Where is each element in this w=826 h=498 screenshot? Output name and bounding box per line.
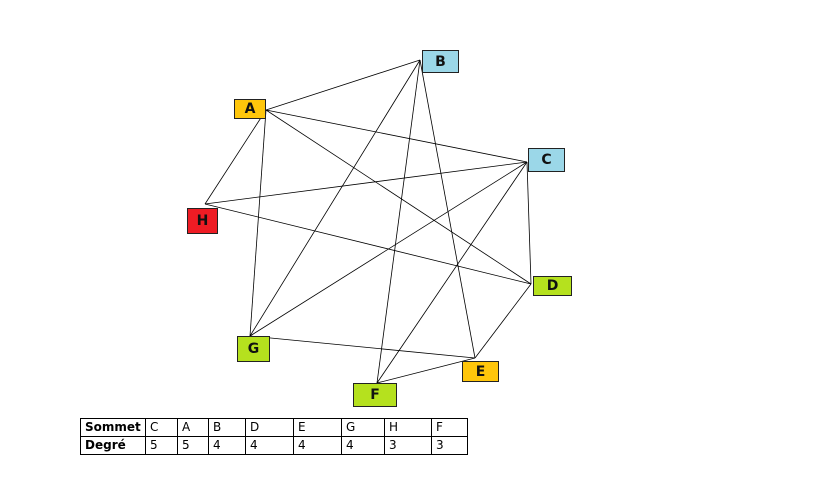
node-e: E: [462, 361, 499, 382]
row-header: Sommet: [80, 418, 146, 437]
node-label: E: [475, 363, 486, 380]
table-cell: 5: [145, 436, 178, 455]
table-cell: 3: [431, 436, 468, 455]
table-cell: 4: [341, 436, 385, 455]
table-cell: 5: [177, 436, 209, 455]
edge-f-e: [376, 357, 476, 384]
node-label: G: [247, 341, 260, 357]
table-cell: 4: [245, 436, 294, 455]
node-f: F: [353, 383, 397, 407]
node-label: C: [541, 152, 552, 168]
node-label: B: [435, 53, 446, 70]
edge-c-d: [526, 161, 532, 285]
table-row-degre: Degré 5 5 4 4 4 4 3 3: [80, 436, 468, 455]
table-row-sommet: Sommet C A B D E G H F: [80, 418, 468, 437]
table-cell: H: [384, 418, 432, 437]
table-cell: G: [341, 418, 385, 437]
edge-b-f: [376, 59, 421, 384]
node-c: C: [528, 148, 565, 172]
node-label: H: [196, 213, 209, 229]
edge-a-d: [265, 109, 532, 285]
row-header: Degré: [80, 436, 146, 455]
edge-b-g: [249, 59, 421, 337]
table-cell: 4: [293, 436, 342, 455]
table-cell: B: [208, 418, 246, 437]
table-cell: 4: [208, 436, 246, 455]
table-cell: E: [293, 418, 342, 437]
edge-b-e: [419, 59, 476, 359]
edge-h-d: [204, 203, 532, 285]
node-d: D: [533, 276, 572, 296]
edge-a-h: [204, 109, 267, 205]
edge-c-f: [376, 161, 528, 384]
table-cell: A: [177, 418, 209, 437]
table-cell: D: [245, 418, 294, 437]
node-label: F: [370, 387, 380, 403]
edge-d-e: [474, 283, 532, 359]
degree-table: Sommet C A B D E G H F Degré 5 5 4 4 4 4…: [80, 418, 468, 455]
table-cell: F: [431, 418, 468, 437]
table-cell: C: [145, 418, 178, 437]
node-label: A: [244, 101, 256, 117]
edge-a-g: [249, 109, 267, 337]
node-h: H: [187, 208, 218, 234]
edge-c-h: [204, 161, 528, 205]
node-a: A: [234, 99, 266, 119]
edge-g-e: [249, 335, 476, 359]
node-b: B: [422, 50, 459, 73]
edge-a-b: [265, 59, 421, 111]
node-label: D: [546, 278, 559, 294]
node-g: G: [237, 336, 270, 362]
table-cell: 3: [384, 436, 432, 455]
edge-a-c: [265, 109, 528, 163]
